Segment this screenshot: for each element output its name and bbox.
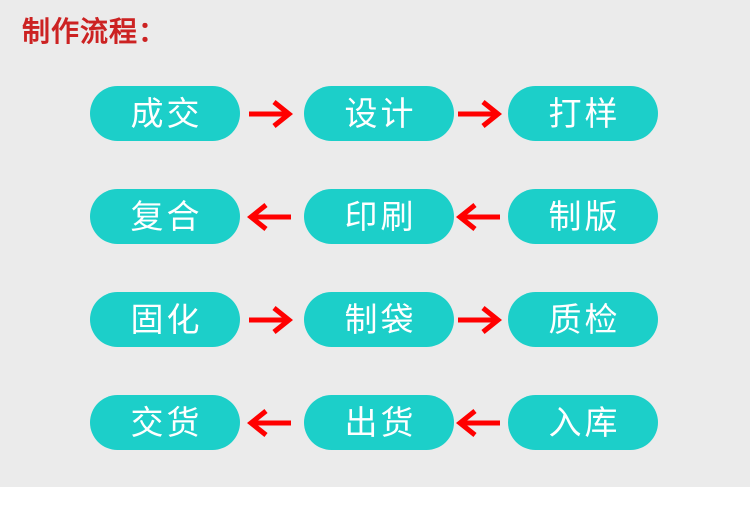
process-step-label: 入库 [548,402,621,442]
process-step-label: 印刷 [344,196,417,236]
process-step-box[interactable]: 成交 [90,86,240,141]
process-step-label: 制袋 [344,299,417,339]
process-step-box[interactable]: 固化 [90,292,240,347]
process-step-label: 设计 [344,93,417,133]
process-step-label: 打样 [548,93,621,133]
process-step-box[interactable]: 质检 [508,292,658,347]
process-step-box[interactable]: 印刷 [304,189,454,244]
flow-row: 交货 出货 入库 [0,395,750,450]
process-step-box[interactable]: 制版 [508,189,658,244]
process-step-label: 制版 [548,196,621,236]
process-step-box[interactable]: 交货 [90,395,240,450]
arrow-right-icon [247,99,293,129]
arrow-left-icon [456,202,502,232]
process-step-label: 出货 [344,402,417,442]
flow-row: 固化 制袋 质检 [0,292,750,347]
arrow-right-icon [456,305,502,335]
arrow-right-icon [456,99,502,129]
arrow-left-icon [247,408,293,438]
arrow-left-icon [456,408,502,438]
process-step-box[interactable]: 入库 [508,395,658,450]
page-title: 制作流程： [22,15,168,48]
process-step-box[interactable]: 复合 [90,189,240,244]
process-step-label: 交货 [130,402,203,442]
process-step-label: 固化 [130,299,203,339]
process-step-label: 质检 [548,299,621,339]
flow-row: 成交 设计 打样 [0,86,750,141]
arrow-left-icon [247,202,293,232]
process-step-box[interactable]: 设计 [304,86,454,141]
process-step-box[interactable]: 打样 [508,86,658,141]
arrow-right-icon [247,305,293,335]
process-step-box[interactable]: 出货 [304,395,454,450]
flow-row: 复合 印刷 制版 [0,189,750,244]
process-step-box[interactable]: 制袋 [304,292,454,347]
process-flow-container: 成交 设计 打样复合 印刷 制版固化 制袋 质检交货 出货 入库 [0,86,750,450]
process-step-label: 复合 [130,196,203,236]
process-step-label: 成交 [130,93,203,133]
